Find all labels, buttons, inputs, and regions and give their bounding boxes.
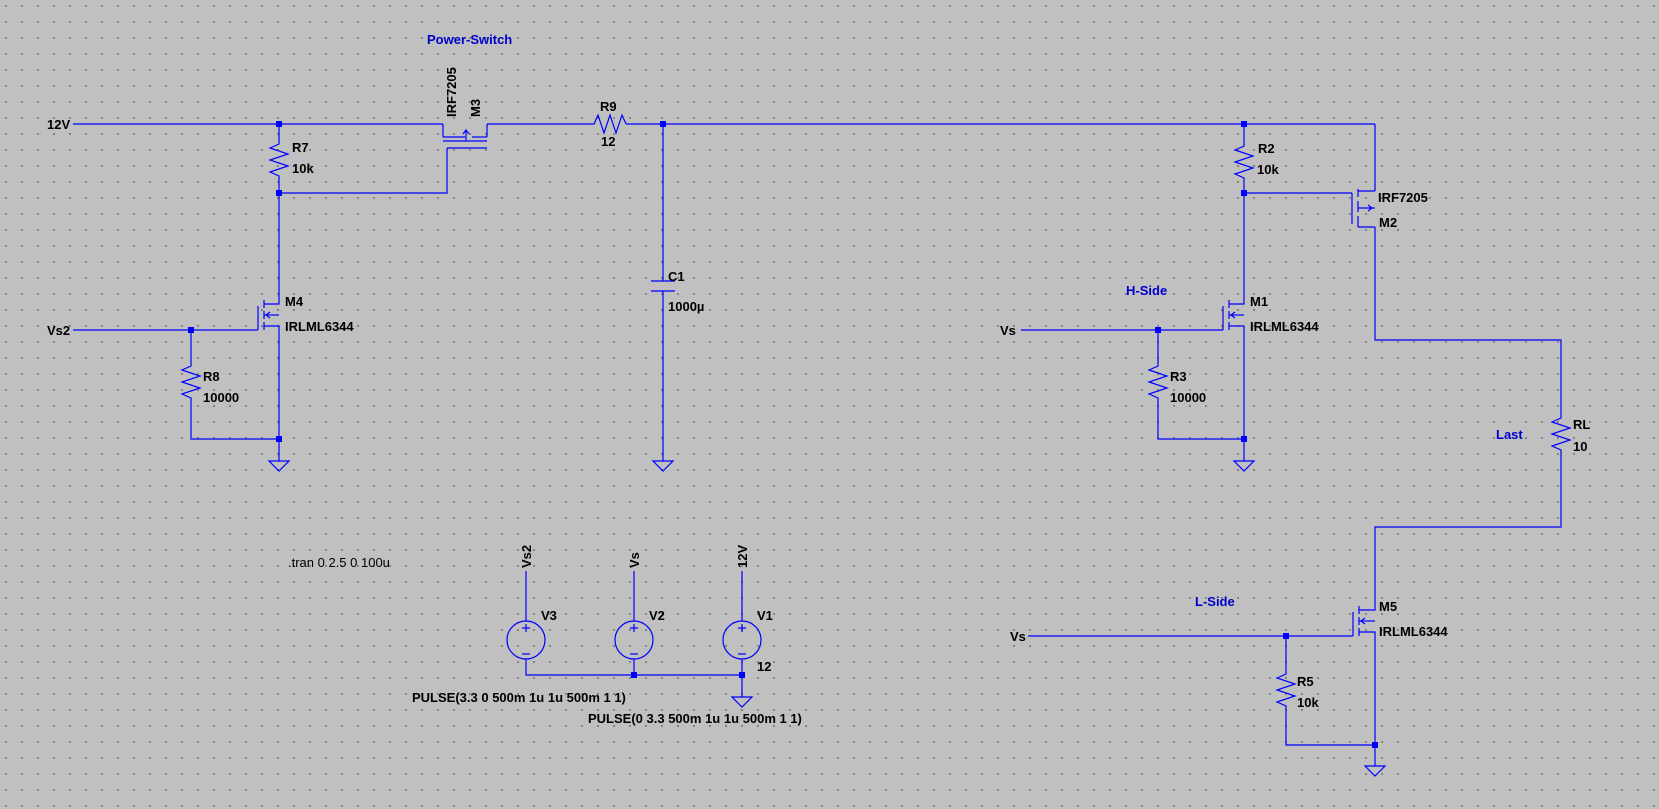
r2-name-label: R2 — [1258, 141, 1275, 156]
mosfet-m4[interactable] — [257, 284, 280, 330]
r7-value-label: 10k — [292, 161, 314, 176]
r8-name-label: R8 — [203, 369, 220, 384]
c1-value-label: 1000µ — [668, 299, 704, 314]
r8-value-label: 10000 — [203, 390, 239, 405]
r2-value-label: 10k — [1257, 162, 1279, 177]
resistor-r3[interactable] — [1147, 360, 1169, 404]
capacitor-c1[interactable] — [651, 280, 675, 292]
m2-model-label: IRF7205 — [1378, 190, 1428, 205]
m1-name-label: M1 — [1250, 294, 1268, 309]
wires-right — [1021, 124, 1562, 766]
ground-symbol — [1363, 765, 1387, 777]
mosfet-m2[interactable] — [1351, 189, 1375, 228]
port-12v-source: 12V — [735, 545, 750, 568]
m1-model-label: IRLML6344 — [1250, 319, 1319, 334]
resistor-r8[interactable] — [180, 360, 202, 404]
voltage-source-v3[interactable] — [506, 620, 546, 660]
ground-symbol — [267, 460, 291, 472]
ground-symbol — [651, 460, 675, 472]
resistor-rl[interactable] — [1550, 412, 1572, 452]
source-wires — [525, 571, 745, 697]
net-label-power-switch: Power-Switch — [427, 32, 512, 47]
mosfet-m5[interactable] — [1352, 591, 1376, 636]
port-vs: Vs — [1010, 629, 1026, 644]
m4-name-label: M4 — [285, 294, 304, 309]
port-12v: 12V — [47, 117, 70, 132]
m5-name-label: M5 — [1379, 599, 1397, 614]
v1-value-label: 12 — [757, 659, 771, 674]
mosfet-m3[interactable] — [442, 124, 488, 149]
m3-model-label: IRF7205 — [444, 67, 459, 117]
m4-model-label: IRLML6344 — [285, 319, 354, 334]
port-vs2: Vs2 — [47, 323, 70, 338]
rl-value-label: 10 — [1573, 439, 1587, 454]
port-vs: Vs — [1000, 323, 1016, 338]
resistor-r7[interactable] — [268, 138, 290, 180]
mosfet-m1[interactable] — [1222, 284, 1245, 330]
v3-value-label: PULSE(3.3 0 500m 1u 1u 500m 1 1) — [412, 690, 626, 705]
spice-directive[interactable]: .tran 0 2.5 0 100u — [288, 555, 390, 570]
r9-name-label: R9 — [600, 99, 617, 114]
m5-model-label: IRLML6344 — [1379, 624, 1448, 639]
r3-value-label: 10000 — [1170, 390, 1206, 405]
c1-name-label: C1 — [668, 269, 685, 284]
junction-dots-right — [1155, 190, 1378, 748]
r5-name-label: R5 — [1297, 674, 1314, 689]
v3-name-label: V3 — [541, 608, 557, 623]
resistor-r5[interactable] — [1275, 668, 1297, 712]
v2-value-label: PULSE(0 3.3 500m 1u 1u 500m 1 1) — [588, 711, 802, 726]
r5-value-label: 10k — [1297, 695, 1319, 710]
port-vs2-source: Vs2 — [519, 545, 534, 568]
r9-value-label: 12 — [601, 134, 615, 149]
rl-name-label: RL — [1573, 417, 1590, 432]
port-vs-source: Vs — [627, 552, 642, 568]
wires-left — [73, 123, 1375, 461]
voltage-source-v1[interactable] — [722, 620, 762, 660]
ground-symbol — [1232, 460, 1256, 472]
net-label-h-side: H-Side — [1126, 283, 1167, 298]
r3-name-label: R3 — [1170, 369, 1187, 384]
r7-name-label: R7 — [292, 140, 309, 155]
junction-dots-left — [188, 121, 1247, 442]
resistor-r2[interactable] — [1233, 140, 1255, 180]
m3-name-label: M3 — [468, 99, 483, 117]
v1-name-label: V1 — [757, 608, 773, 623]
m2-name-label: M2 — [1379, 215, 1397, 230]
net-label-l-side: L-Side — [1195, 594, 1235, 609]
net-label-last: Last — [1496, 427, 1523, 442]
voltage-source-v2[interactable] — [614, 620, 654, 660]
v2-name-label: V2 — [649, 608, 665, 623]
resistor-r9[interactable] — [588, 113, 627, 135]
ground-symbol — [730, 696, 754, 708]
